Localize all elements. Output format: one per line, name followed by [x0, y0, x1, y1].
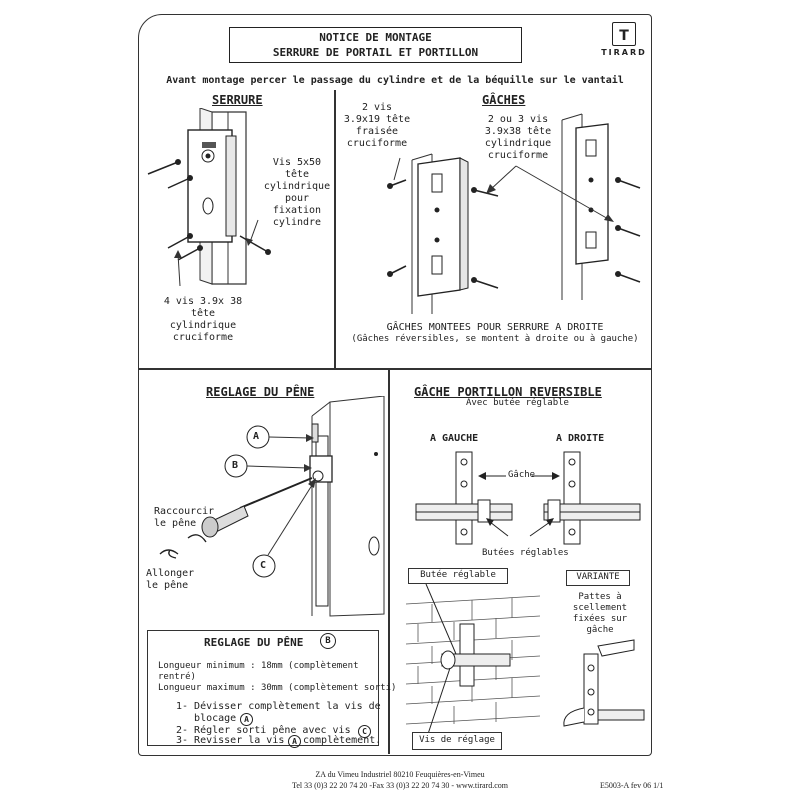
gaches-illustration: [387, 113, 641, 314]
title-box: NOTICE DE MONTAGE SERRURE DE PORTAIL ET …: [229, 27, 522, 63]
balloon-b: B: [232, 460, 239, 471]
variante-label: VARIANTE: [576, 572, 620, 582]
logo-name: TIRARD: [601, 48, 647, 57]
allonger-label: Allonger le pêne: [146, 568, 195, 591]
step-3-badge: A: [288, 735, 301, 748]
title-line-1: NOTICE DE MONTAGE: [319, 31, 432, 44]
portillon-subheading: Avec butée réglable: [466, 398, 569, 408]
divider-horizontal: [138, 368, 652, 370]
divider-vertical-top: [334, 90, 336, 368]
length-max: Longueur maximum : 30mm (complètement so…: [158, 683, 397, 693]
intro-text: Avant montage percer le passage du cylin…: [166, 75, 624, 86]
step-3: 3- Revisser la vis: [176, 735, 285, 746]
step-2: 2- Régler sorti pêne avec vis: [176, 725, 351, 736]
pattes-label: Pattes à scellement fixées sur gâche: [572, 592, 628, 635]
raccourcir-label: Raccourcir le pêne: [154, 506, 215, 529]
vis-reglage-label: Vis de réglage: [419, 735, 495, 745]
step-1: 1- Dévisser complètement la vis de bloca…: [176, 701, 381, 724]
portillon-illustrations: [405, 584, 645, 735]
step-3-end: complètement.: [303, 735, 382, 746]
gaches-caption: GÂCHES MONTEES POUR SERRURE A DROITE: [386, 322, 604, 333]
butees-label: Butées réglables: [482, 548, 569, 558]
reglage-box-badge: B: [320, 633, 336, 649]
gaches-subcaption: (Gâches réversibles, se montent à droite…: [351, 334, 639, 344]
screw-cylinder-label: Vis 5x50 tête cylindrique pour fixation …: [263, 157, 331, 228]
footer-address: ZA du Vimeu Industriel 80210 Feuquières-…: [315, 770, 485, 779]
butee-box: Butée réglable: [408, 568, 508, 584]
serrure-heading: SERRURE: [212, 93, 263, 107]
vis-reglage-box: Vis de réglage: [412, 732, 502, 750]
logo-box: T: [612, 22, 636, 46]
divider-vertical-bottom: [388, 368, 390, 754]
variante-box: VARIANTE: [566, 570, 630, 586]
title-line-2: SERRURE DE PORTAIL ET PORTILLON: [272, 46, 479, 59]
step-1-badge: A: [240, 713, 253, 726]
gache-screw-b-label: 2 ou 3 vis 3.9x38 tête cylindrique cruci…: [484, 114, 552, 161]
gache-screw-a-label: 2 vis 3.9x19 tête fraisée cruciforme: [343, 102, 411, 149]
balloon-a: A: [253, 431, 260, 442]
step-2-badge: C: [358, 725, 371, 738]
portillon-diagram: [415, 451, 641, 545]
gache-label: Gâche: [508, 470, 536, 480]
length-min: Longueur minimum : 18mm (complètement re…: [158, 661, 359, 682]
footer-ref: E5003-A fev 06 1/1: [600, 781, 664, 790]
right-label: A DROITE: [556, 433, 605, 444]
left-label: A GAUCHE: [430, 433, 479, 444]
portillon-heading: GÂCHE PORTILLON REVERSIBLE: [414, 385, 602, 399]
footer-contact: Tel 33 (0)3 22 20 74 20 -Fax 33 (0)3 22 …: [292, 781, 508, 790]
reglage-heading: REGLAGE DU PÊNE: [206, 385, 315, 399]
logo-letter: T: [619, 28, 629, 44]
reglage-box: REGLAGE DU PÊNE B Longueur minimum : 18m…: [147, 630, 396, 748]
reglage-illustration: [159, 396, 385, 617]
gaches-heading: GÂCHES: [482, 93, 526, 107]
balloon-c: C: [260, 560, 267, 571]
butee-label: Butée réglable: [420, 570, 496, 580]
reglage-box-title: REGLAGE DU PÊNE: [204, 636, 304, 649]
serrure-illustration: [147, 108, 271, 287]
tirard-logo: T TIRARD: [598, 22, 650, 68]
screw-lock-label: 4 vis 3.9x 38 tête cylindrique cruciform…: [163, 296, 243, 343]
